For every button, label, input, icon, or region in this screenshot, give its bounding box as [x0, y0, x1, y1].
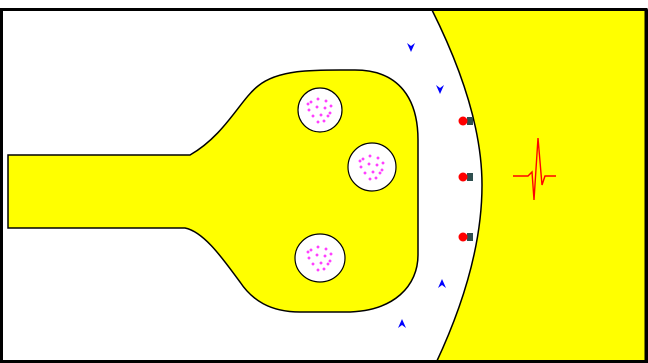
synaptic-vesicle-icon — [348, 143, 396, 191]
synaptic-vesicle-icon — [298, 88, 342, 132]
receptor-icon — [459, 173, 474, 182]
receptor-icon — [459, 117, 474, 126]
synaptic-vesicle-icon — [295, 234, 345, 282]
top-margin — [0, 0, 648, 8]
receptor-icon — [459, 233, 474, 242]
